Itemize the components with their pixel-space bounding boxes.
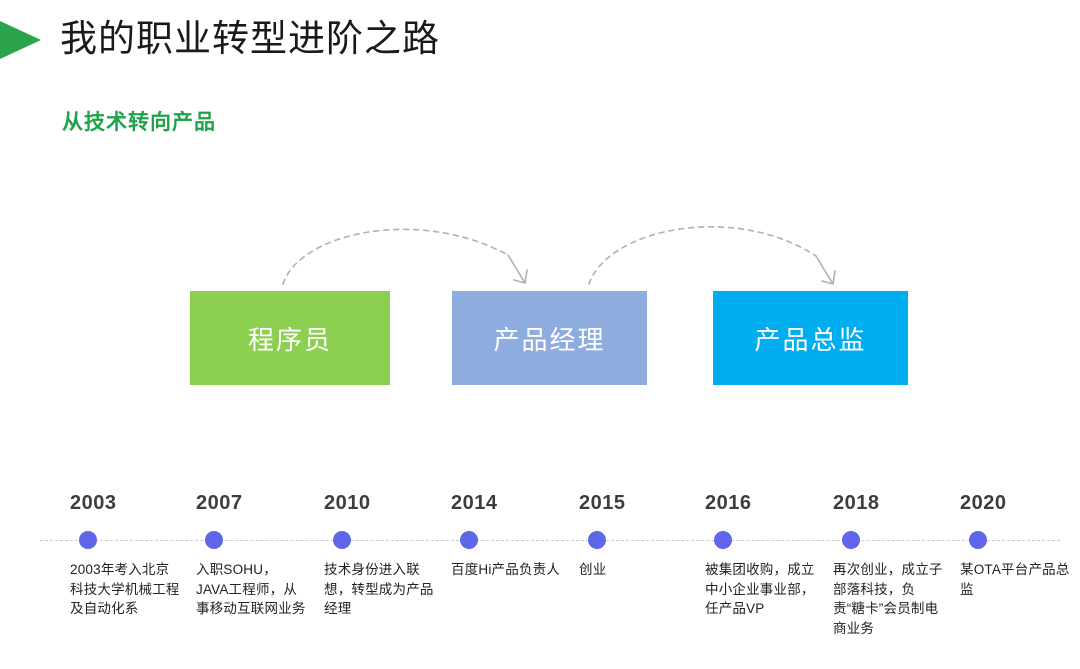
page-title: 我的职业转型进阶之路 [60, 18, 440, 59]
stage-label: 程序员 [247, 324, 332, 355]
stage-box-programmer[interactable]: 程序员 [190, 291, 390, 385]
timeline-axis [40, 540, 1060, 541]
timeline-year: 2014 [451, 492, 498, 514]
timeline-dot [714, 531, 732, 549]
triangle-right-icon [0, 21, 41, 59]
timeline-dot [79, 531, 97, 549]
arrow-programmer-to-pm-head [507, 254, 528, 284]
arrow-pm-to-director-head [815, 255, 836, 285]
timeline-description: 被集团收购，成立中小企业事业部，任产品VP [705, 562, 815, 616]
stage-box-product-manager[interactable]: 产品经理 [452, 291, 647, 385]
arrow-programmer-to-pm [282, 228, 509, 285]
timeline-dot [969, 531, 987, 549]
stage-box-product-director[interactable]: 产品总监 [713, 291, 908, 385]
page-subtitle: 从技术转向产品 [62, 111, 216, 134]
timeline-dot [460, 531, 478, 549]
timeline-year: 2010 [324, 492, 371, 514]
timeline-dot [588, 531, 606, 549]
timeline-description: 百度Hi产品负责人 [451, 562, 561, 577]
timeline-year: 2016 [705, 492, 752, 514]
timeline-year: 2003 [70, 492, 117, 514]
stage-label: 产品经理 [493, 324, 606, 355]
timeline-year: 2015 [579, 492, 626, 514]
timeline-dot [333, 531, 351, 549]
timeline-description: 再次创业，成立子部落科技，负责“糖卡”会员制电商业务 [833, 562, 943, 636]
timeline-year: 2007 [196, 492, 243, 514]
timeline-description: 2003年考入北京科技大学机械工程及自动化系 [70, 562, 180, 616]
stage-label: 产品总监 [754, 324, 867, 355]
career-timeline: 2003 2003年考入北京科技大学机械工程及自动化系 2007 入职SOHU，… [0, 480, 1080, 669]
timeline-dot [842, 531, 860, 549]
timeline-description: 创业 [579, 562, 607, 577]
timeline-description: 某OTA平台产品总监 [960, 562, 1070, 597]
stage-diagram: 程序员 产品经理 产品总监 [190, 226, 908, 385]
timeline-year: 2018 [833, 492, 880, 514]
timeline-dot [205, 531, 223, 549]
timeline-description: 入职SOHU，JAVA工程师，从事移动互联网业务 [196, 562, 306, 616]
arrow-pm-to-director [588, 226, 817, 285]
timeline-year: 2020 [960, 492, 1007, 514]
timeline-description: 技术身份进入联想，转型成为产品经理 [324, 562, 434, 616]
